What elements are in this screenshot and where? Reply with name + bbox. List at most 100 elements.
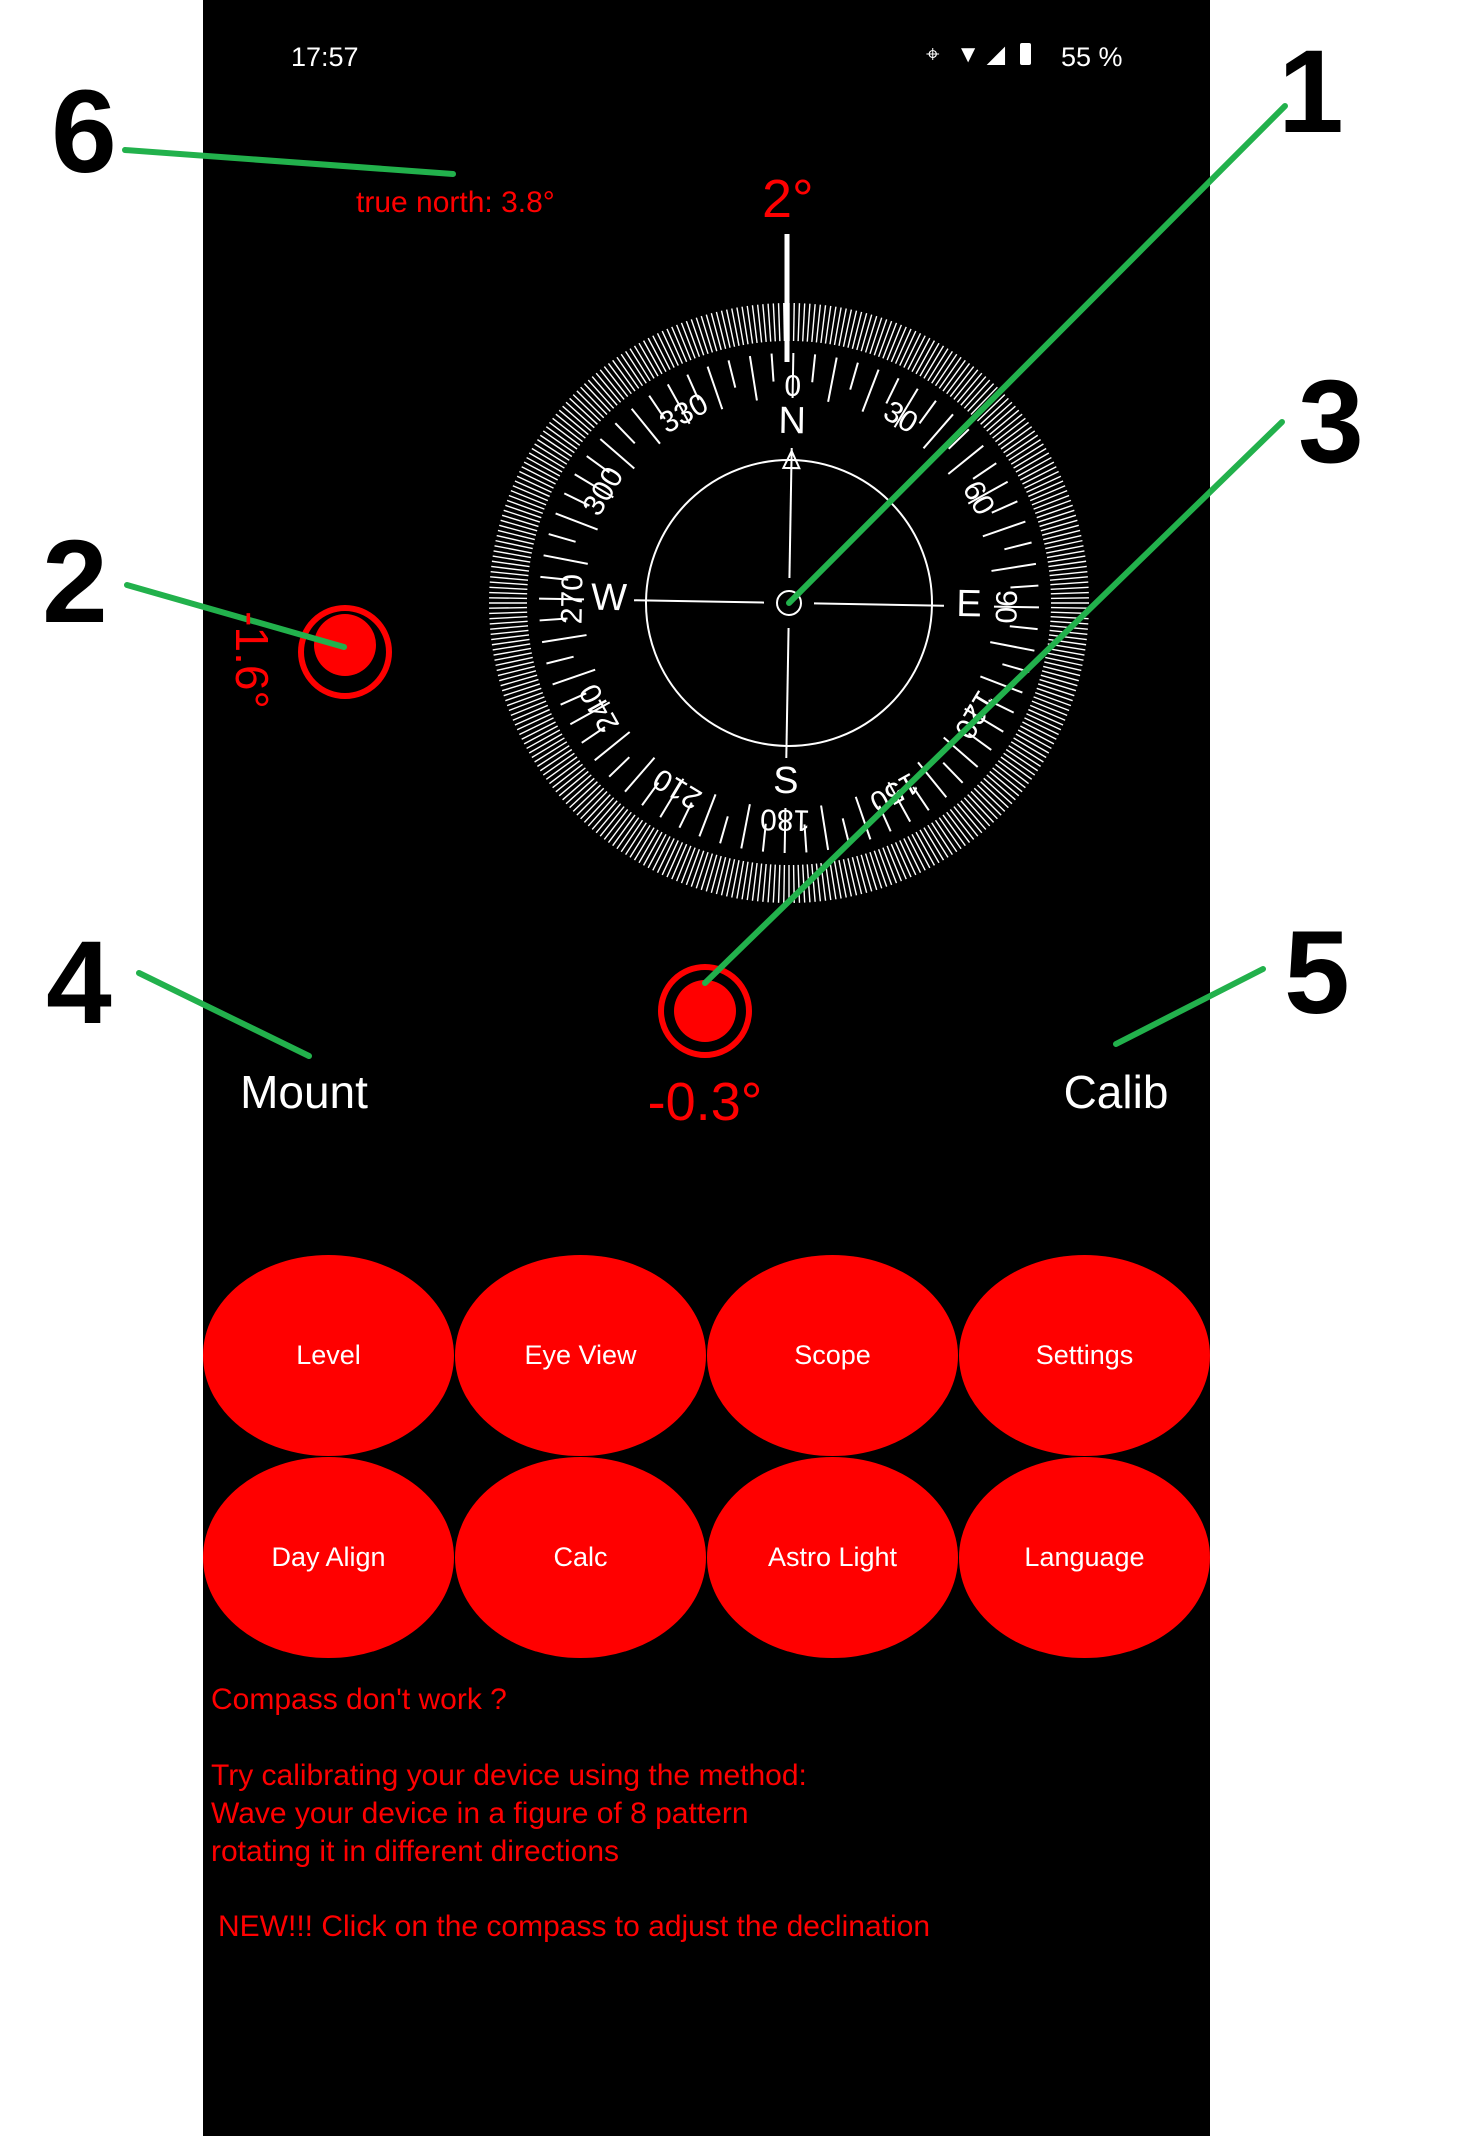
dial-fine-tick (710, 855, 722, 893)
dial-tick (546, 655, 574, 665)
dial-tick (586, 455, 610, 474)
dial-fine-tick (539, 434, 573, 458)
dial-fine-tick (983, 777, 1013, 805)
dial-fine-tick (927, 348, 949, 382)
eye-view-button[interactable]: Eye View (455, 1255, 706, 1456)
language-button[interactable]: Language (959, 1457, 1210, 1658)
dial-fine-tick (882, 322, 898, 359)
degree-label: 330 (654, 387, 714, 440)
dial-fine-tick (508, 696, 545, 712)
dial-fine-tick (980, 397, 1009, 425)
true-north-readout: true north: 3.8° (356, 186, 555, 219)
dial-fine-tick (1000, 756, 1033, 780)
day-align-button[interactable]: Day Align (203, 1457, 454, 1658)
dial-tick (947, 428, 970, 450)
calib-button[interactable]: Calib (1063, 1066, 1169, 1118)
mount-button[interactable]: Mount (240, 1066, 368, 1118)
degree-label: 180 (760, 803, 811, 837)
settings-button[interactable]: Settings (959, 1255, 1210, 1456)
dial-fine-tick (576, 787, 605, 816)
dial-fine-tick (508, 494, 545, 510)
scope-button[interactable]: Scope (707, 1255, 958, 1456)
dial-fine-tick (526, 729, 561, 750)
dial-fine-tick (499, 670, 537, 682)
dial-tick (727, 360, 737, 388)
dial-fine-tick (973, 787, 1002, 816)
dial-tick (666, 383, 691, 425)
dial-fine-tick (976, 394, 1006, 422)
dial-fine-tick (495, 539, 533, 550)
dial-fine-tick (490, 625, 529, 630)
dial-fine-tick (638, 342, 659, 377)
dial-fine-tick (489, 606, 528, 609)
dial-fine-tick (580, 386, 608, 416)
dial-fine-tick (505, 687, 542, 702)
dial-fine-tick (603, 366, 629, 397)
dial-fine-tick (907, 836, 926, 871)
annotation-3: 3 (1298, 356, 1364, 488)
dial-fine-tick (1037, 683, 1075, 697)
dial-fine-tick (963, 797, 991, 827)
dial-fine-tick (953, 806, 979, 837)
dial-fine-tick (1037, 509, 1075, 523)
dial-tick (783, 807, 787, 853)
annotation-line-4 (136, 970, 312, 1059)
dial-fine-tick (1049, 576, 1088, 581)
dial-fine-tick (1031, 489, 1068, 506)
dial-fine-tick (1044, 661, 1082, 672)
dial-fine-tick (495, 656, 533, 667)
dial-fine-tick (886, 324, 903, 361)
dial-fine-tick (542, 752, 575, 776)
dial-fine-tick (642, 340, 663, 375)
dial-tick (599, 438, 635, 470)
dial-fine-tick (1034, 691, 1072, 707)
dial-fine-tick (516, 475, 552, 493)
dial-fine-tick (491, 565, 530, 572)
dial-fine-tick (997, 421, 1030, 446)
dial-fine-tick (847, 858, 858, 896)
dial-fine-tick (512, 704, 549, 721)
dial-fine-tick (1017, 729, 1052, 750)
dial-fine-tick (1033, 494, 1070, 510)
dial-fine-tick (967, 794, 995, 823)
dial-fine-tick (1008, 745, 1041, 767)
battery-level: 55 % (1061, 42, 1123, 72)
dial-fine-tick (838, 860, 847, 898)
dial-fine-tick (489, 597, 528, 600)
dial-fine-tick (938, 356, 962, 389)
dial-fine-tick (725, 859, 736, 897)
dial-fine-tick (1046, 550, 1085, 559)
dial-fine-tick (956, 372, 983, 403)
dial-fine-tick (927, 824, 949, 858)
dial-fine-tick (607, 362, 632, 395)
dial-fine-tick (869, 317, 883, 355)
astro-light-button[interactable]: Astro Light (707, 1457, 958, 1658)
dial-tick (770, 353, 775, 382)
annotation-line-2 (124, 582, 347, 650)
dial-fine-tick (956, 803, 983, 834)
dial-fine-tick (647, 337, 667, 372)
dial-fine-tick (521, 466, 556, 485)
dial-fine-tick (1031, 700, 1068, 717)
dial-fine-tick (489, 591, 528, 595)
dial-tick (539, 617, 568, 622)
dial-tick (803, 824, 808, 853)
calc-button[interactable]: Calc (455, 1457, 706, 1658)
dial-fine-tick (695, 851, 709, 889)
degree-label: 300 (576, 461, 630, 521)
dial-tick (893, 388, 919, 428)
dial-fine-tick (490, 629, 529, 636)
dial-fine-tick (820, 305, 827, 344)
level-button[interactable]: Level (203, 1255, 454, 1456)
dial-fine-tick (1024, 470, 1059, 489)
dial-fine-tick (856, 313, 868, 351)
dial-fine-tick (572, 394, 602, 422)
dial-fine-tick (493, 647, 532, 656)
dial-tick (740, 804, 751, 849)
declination-news[interactable]: NEW!!! Click on the compass to adjust th… (218, 1910, 931, 1943)
dial-fine-tick (625, 351, 647, 384)
dial-fine-tick (792, 303, 795, 342)
dial-fine-tick (894, 842, 912, 878)
dial-fine-tick (1022, 466, 1057, 485)
